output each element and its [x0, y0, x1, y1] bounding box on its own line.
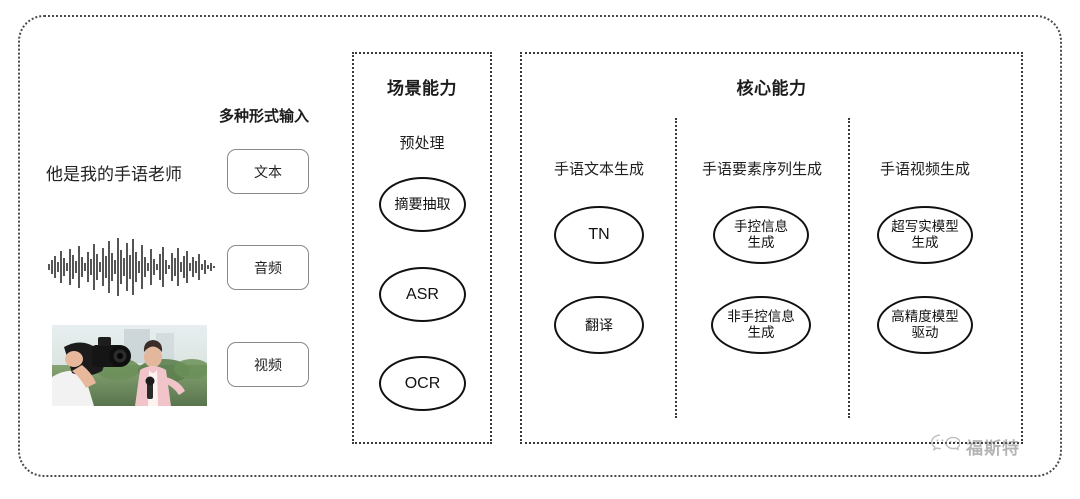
input-chip-audio-label: 音频 [254, 259, 282, 276]
node-summary-extraction[interactable]: 摘要抽取 [379, 177, 466, 232]
node-manual-info-generation[interactable]: 手控信息 生成 [713, 206, 809, 264]
node-hyperrealistic-model-generation[interactable]: 超写实模型 生成 [877, 206, 973, 264]
node-nonmanual-info-generation[interactable]: 非手控信息 生成 [711, 296, 811, 354]
node-ocr-label: OCR [404, 374, 441, 392]
input-chip-video[interactable]: 视频 [227, 342, 309, 387]
watermark-text: 福斯特 [966, 439, 1020, 458]
watermark: 福斯特 [930, 432, 1020, 461]
core-divider-2 [848, 118, 850, 418]
input-chip-video-label: 视频 [254, 356, 282, 373]
node-nonmanual-info-generation-label: 非手控信息 生成 [727, 308, 795, 340]
node-translation-label: 翻译 [585, 316, 613, 333]
node-asr-label: ASR [406, 285, 439, 303]
input-section-heading: 多种形式输入 [219, 108, 310, 125]
column-title-preprocess: 预处理 [399, 135, 445, 152]
node-high-precision-model-driving[interactable]: 高精度模型 驱动 [877, 296, 973, 354]
node-manual-info-generation-label: 手控信息 生成 [734, 218, 788, 250]
input-chip-audio[interactable]: 音频 [227, 245, 309, 290]
core-divider-1 [675, 118, 677, 418]
node-high-precision-model-driving-label: 高精度模型 驱动 [891, 308, 959, 340]
node-hyperrealistic-model-generation-label: 超写实模型 生成 [891, 218, 959, 250]
audio-waveform-icon [44, 236, 218, 298]
panel-scene-title: 场景能力 [387, 79, 457, 98]
node-translation[interactable]: 翻译 [554, 296, 644, 354]
node-ocr[interactable]: OCR [379, 356, 466, 411]
outer-frame [18, 15, 1062, 477]
node-summary-extraction-label: 摘要抽取 [394, 196, 451, 213]
panel-scene-capability: 场景能力 [352, 52, 492, 444]
sample-sentence: 他是我的手语老师 [46, 165, 182, 184]
wechat-icon [930, 432, 961, 461]
column-title-sign-video-generation: 手语视频生成 [879, 161, 970, 178]
input-chip-text-label: 文本 [254, 163, 282, 180]
node-tn-label: TN [588, 226, 610, 244]
panel-core-capability: 核心能力 [520, 52, 1023, 444]
column-title-sign-element-sequence-generation: 手语要素序列生成 [701, 161, 822, 178]
column-title-sign-text-generation: 手语文本生成 [553, 161, 644, 178]
panel-core-title: 核心能力 [736, 79, 807, 98]
node-asr[interactable]: ASR [379, 267, 466, 322]
input-chip-text[interactable]: 文本 [227, 149, 309, 194]
node-tn[interactable]: TN [554, 206, 644, 264]
video-thumbnail-icon [52, 325, 207, 406]
